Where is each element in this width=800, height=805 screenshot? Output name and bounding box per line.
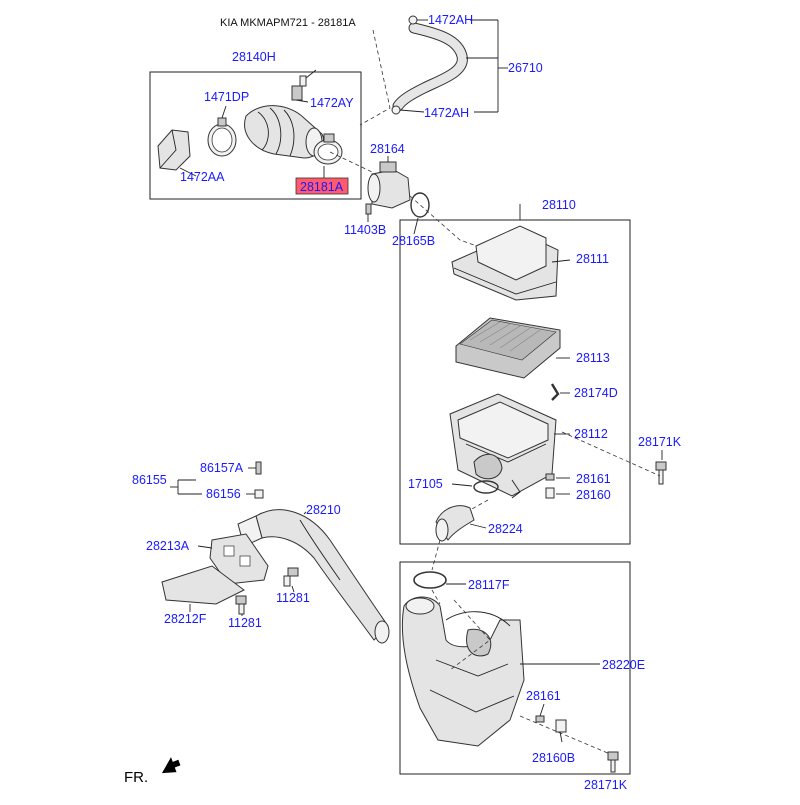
highlight-28181A — [295, 177, 349, 195]
clamp-1471DP — [207, 117, 237, 157]
label-11281-a[interactable]: 11281 — [276, 591, 310, 605]
bolt-11281-b — [235, 595, 247, 615]
label-17105[interactable]: 17105 — [408, 477, 443, 491]
bolt-28171K-right — [655, 461, 667, 485]
bolt-28160B — [555, 719, 567, 733]
label-28220E[interactable]: 28220E — [602, 658, 645, 672]
group-box-28110 — [399, 219, 631, 545]
grommet-28161-upper — [545, 473, 555, 481]
oring-28165B — [410, 192, 430, 218]
clamp-28181A — [313, 133, 343, 165]
label-28160[interactable]: 28160 — [576, 488, 611, 502]
label-1471DP[interactable]: 1471DP — [204, 90, 249, 104]
label-28174D[interactable]: 28174D — [574, 386, 618, 400]
front-label: FR. — [124, 769, 148, 786]
air-filter-28113 — [455, 317, 561, 379]
breather-hose-26710 — [391, 15, 468, 115]
label-28113[interactable]: 28113 — [576, 351, 610, 365]
aircleaner-body-28112 — [449, 393, 557, 499]
bolt-28160 — [545, 487, 555, 499]
label-1472AA[interactable]: 1472AA — [180, 170, 225, 184]
resonator-part — [157, 129, 191, 171]
seal-28117F — [413, 571, 447, 589]
label-86157A[interactable]: 86157A — [200, 461, 244, 475]
label-1472AY[interactable]: 1472AY — [310, 96, 354, 110]
diagram-title: KIA MKMAPM721 - 28181A — [220, 17, 356, 29]
label-28112[interactable]: 28112 — [574, 427, 608, 441]
intake-duct-part — [244, 105, 325, 159]
label-28171K-right[interactable]: 28171K — [638, 435, 682, 449]
label-28181A[interactable]: 28181A — [300, 180, 344, 194]
group-box-28140H — [149, 71, 362, 200]
label-28111[interactable]: 28111 — [576, 252, 609, 266]
resonator-28220E — [401, 596, 525, 747]
label-86156[interactable]: 86156 — [206, 487, 241, 501]
pin-86157A — [255, 461, 262, 475]
label-86155[interactable]: 86155 — [132, 473, 167, 487]
label-1472AH-top[interactable]: 1472AH — [428, 13, 473, 27]
label-28224[interactable]: 28224 — [488, 522, 523, 536]
bracket-28213A — [209, 533, 269, 585]
hose-28224 — [435, 505, 475, 542]
label-28213A[interactable]: 28213A — [146, 539, 190, 553]
label-28210[interactable]: 28210 — [306, 503, 341, 517]
label-28161-upper[interactable]: 28161 — [576, 472, 611, 486]
label-26710[interactable]: 26710 — [508, 61, 543, 75]
maf-sensor-28164 — [367, 161, 411, 209]
group-box-28220E — [399, 561, 631, 775]
label-28161-lower[interactable]: 28161 — [526, 689, 561, 703]
grommet-28161-lower — [535, 715, 545, 723]
front-arrow-icon — [161, 757, 181, 774]
bolt-28171K-bottom — [607, 751, 619, 773]
label-28117F[interactable]: 28117F — [468, 578, 510, 592]
screw-11403B — [365, 203, 372, 215]
plate-28212F — [161, 565, 245, 605]
label-11403B[interactable]: 11403B — [344, 223, 386, 237]
label-28164[interactable]: 28164 — [370, 142, 405, 156]
label-28171K-bottom[interactable]: 28171K — [584, 778, 628, 792]
label-1472AH-bottom[interactable]: 1472AH — [424, 106, 469, 120]
clip-86156 — [254, 489, 264, 499]
sensor-1472AY — [291, 69, 317, 101]
label-11281-b[interactable]: 11281 — [228, 616, 262, 630]
label-28212F[interactable]: 28212F — [164, 612, 207, 626]
label-28160B[interactable]: 28160B — [532, 751, 575, 765]
aircleaner-cover-28111 — [451, 225, 559, 301]
label-28140H[interactable]: 28140H — [232, 50, 276, 64]
label-28165B[interactable]: 28165B — [392, 234, 435, 248]
oring-17105 — [473, 480, 499, 494]
label-28110[interactable]: 28110 — [542, 198, 576, 212]
clip-28174D — [550, 383, 560, 401]
bolt-11281-a — [283, 567, 299, 587]
